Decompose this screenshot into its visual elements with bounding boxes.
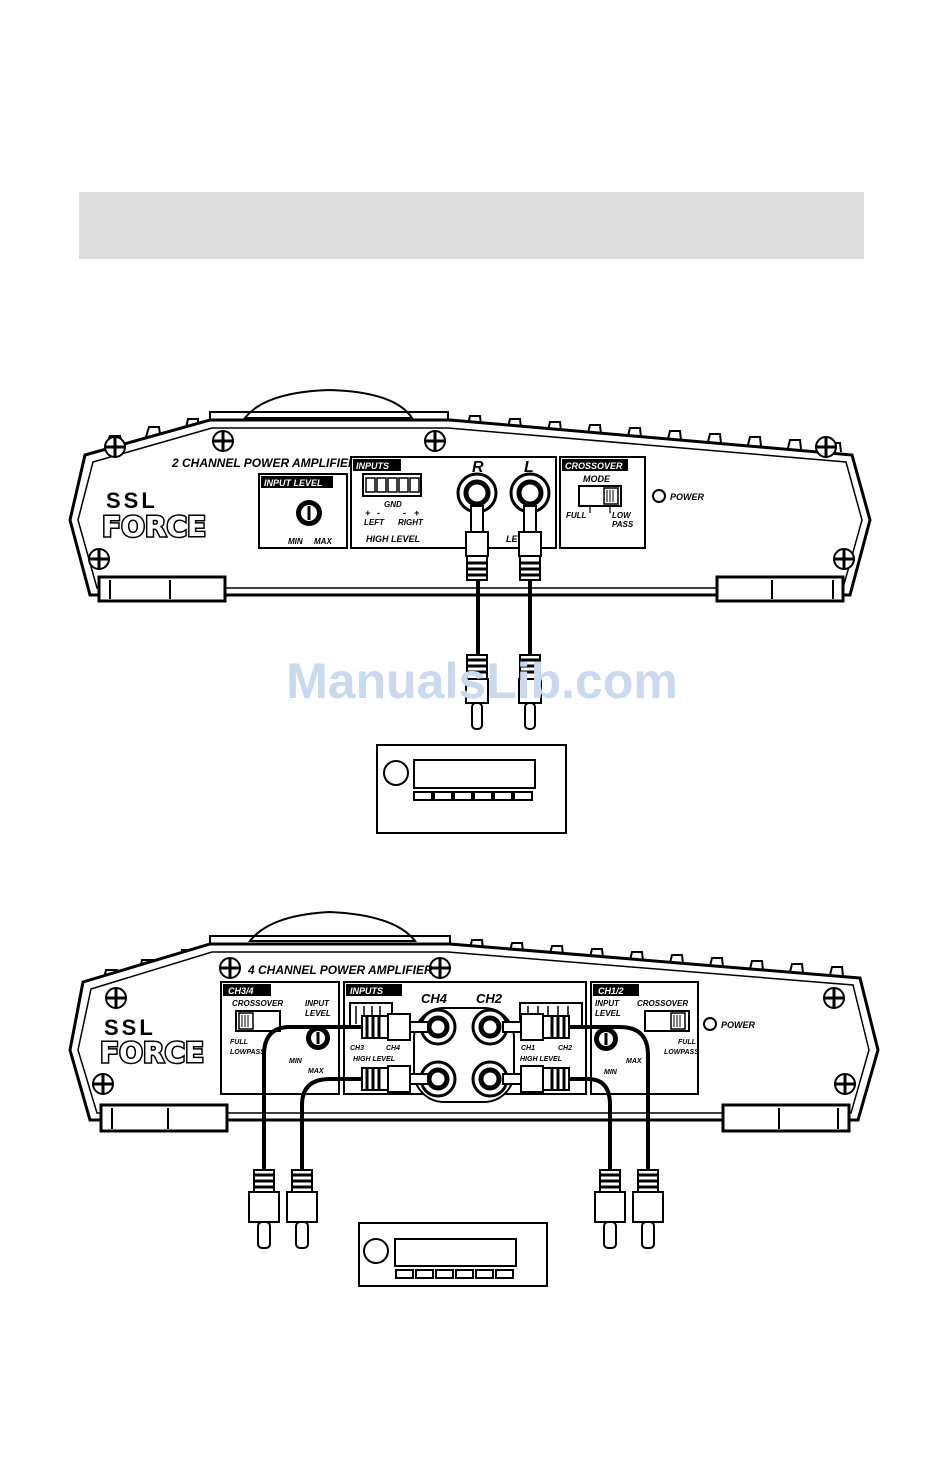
ch34-lowpass: LOWPASS bbox=[230, 1049, 265, 1056]
power-label-4ch: POWER bbox=[721, 1020, 756, 1030]
crossover-full: FULL bbox=[566, 511, 587, 520]
input-level-min: MIN bbox=[288, 537, 303, 546]
inputs-high-level-left: HIGH LEVEL bbox=[353, 1056, 395, 1063]
ch12-heading: CH1/2 bbox=[598, 986, 624, 996]
power-led-icon bbox=[652, 489, 666, 503]
ch34-min: MIN bbox=[289, 1058, 303, 1065]
crossover-pass: PASS bbox=[612, 520, 634, 529]
inputs-high-level-right: HIGH LEVEL bbox=[520, 1056, 562, 1063]
plus-sign: + bbox=[365, 508, 371, 518]
low-level-partial: LE bbox=[506, 534, 518, 544]
ch34-full: FULL bbox=[230, 1039, 248, 1046]
input-level-max: MAX bbox=[314, 537, 332, 546]
header-banner bbox=[79, 192, 864, 259]
inputs-high-level: HIGH LEVEL bbox=[366, 534, 420, 544]
inputs-gnd: GND bbox=[384, 500, 402, 509]
ch34-heading: CH3/4 bbox=[228, 986, 254, 996]
rca-plugs-4ch bbox=[248, 1169, 664, 1249]
crossover-mode: MODE bbox=[583, 474, 611, 484]
rca-ch2-label: CH2 bbox=[476, 991, 503, 1006]
ch34-crossover: CROSSOVER bbox=[232, 999, 283, 1008]
amp4-title: 4 CHANNEL POWER AMPLIFIER bbox=[247, 963, 433, 977]
ch12-max: MAX bbox=[626, 1058, 643, 1065]
ch12-min: MIN bbox=[604, 1069, 618, 1076]
watermark: ManualsLib.com bbox=[286, 653, 678, 709]
rca-left-label: L bbox=[524, 459, 534, 476]
ch34-input: INPUT bbox=[305, 999, 330, 1008]
inputs-ch3: CH3 bbox=[350, 1045, 364, 1052]
inputs-right: RIGHT bbox=[398, 518, 424, 527]
amp-2ch: 2 CHANNEL POWER AMPLIFIER SSL FORCE INPU… bbox=[68, 388, 872, 603]
inputs-ch1: CH1 bbox=[521, 1045, 535, 1052]
rca-cables-4ch bbox=[262, 1025, 650, 1170]
plus-sign: + bbox=[414, 508, 420, 518]
rca-ch4-label: CH4 bbox=[421, 991, 448, 1006]
inputs-left: LEFT bbox=[364, 518, 385, 527]
amp-4ch: 4 CHANNEL POWER AMPLIFIER SSL FORCE CH3/… bbox=[68, 910, 880, 1133]
power-label: POWER bbox=[670, 492, 705, 502]
ch34-level: LEVEL bbox=[305, 1009, 331, 1018]
inputs-ch4-small: CH4 bbox=[386, 1045, 400, 1052]
minus-sign: - bbox=[377, 508, 380, 518]
inputs-ch2-small: CH2 bbox=[558, 1045, 572, 1052]
head-unit-radio-2 bbox=[358, 1222, 548, 1287]
brand-force: FORCE bbox=[102, 510, 206, 543]
inputs-heading: INPUTS bbox=[356, 461, 389, 471]
brand-ssl: SSL bbox=[104, 1015, 156, 1040]
rca-right-label: R bbox=[472, 459, 484, 476]
ch12-lowpass: LOWPASS bbox=[664, 1049, 699, 1056]
crossover-heading: CROSSOVER bbox=[565, 461, 623, 471]
minus-sign: - bbox=[403, 508, 406, 518]
ch12-input: INPUT bbox=[595, 999, 620, 1008]
ch12-crossover: CROSSOVER bbox=[637, 999, 688, 1008]
power-led-icon bbox=[703, 1017, 717, 1031]
inputs4-heading: INPUTS bbox=[350, 986, 383, 996]
brand-ssl: SSL bbox=[106, 488, 158, 513]
brand-force: FORCE bbox=[100, 1036, 204, 1069]
head-unit-radio bbox=[376, 744, 567, 834]
input-level-heading: INPUT LEVEL bbox=[264, 478, 323, 488]
ch12-level: LEVEL bbox=[595, 1009, 621, 1018]
amp2-title: 2 CHANNEL POWER AMPLIFIER bbox=[171, 456, 357, 470]
rca-cables-2ch bbox=[465, 505, 542, 730]
crossover-low: LOW bbox=[612, 511, 632, 520]
ch12-full: FULL bbox=[678, 1039, 696, 1046]
ch34-max: MAX bbox=[308, 1068, 325, 1075]
